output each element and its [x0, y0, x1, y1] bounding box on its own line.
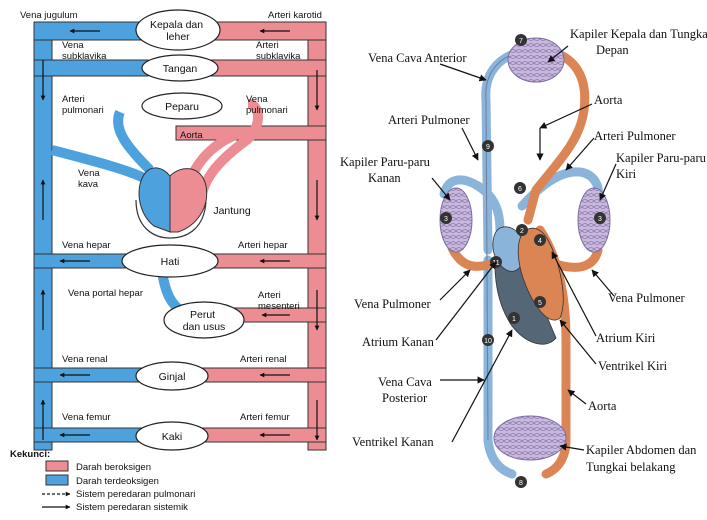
marker-8: 8 [519, 480, 523, 487]
label-aorta-top: Aorta [594, 93, 623, 107]
marker-10: 10 [484, 338, 492, 345]
label-arteri-pulmonari: Arteri pulmonari [62, 94, 104, 116]
label-arteri-karotid: Arteri karotid [268, 10, 322, 21]
label-peparu: Peparu [165, 101, 199, 113]
label-aorta: Aorta [180, 130, 203, 141]
heart-right-side [138, 167, 171, 233]
marker-1: 1 [512, 316, 516, 323]
organ-gut [163, 301, 245, 339]
capillaries [439, 37, 611, 461]
vena-subklavika-vessel [33, 59, 149, 77]
organ-head [135, 9, 221, 51]
arteri-pulmoner-right-vessel [439, 175, 505, 235]
label-kapiler-abdomen: Kapiler Abdomen dan Tungkai belakang [586, 443, 700, 474]
marker-4: 4 [538, 238, 542, 245]
capillary-head [507, 37, 565, 83]
legend-label-deoxygenated: Darah terdeoksigen [76, 476, 159, 487]
vena-kava-vessel [50, 145, 151, 185]
flow-arrows [40, 28, 320, 441]
ventrikel-kiri-shape [517, 227, 564, 321]
label-atrium-kanan: Atrium Kanan [362, 335, 435, 349]
organ-kidney [135, 361, 209, 391]
label-ventrikel-kanan: Ventrikel Kanan [352, 435, 434, 449]
heart-left-side [169, 168, 208, 233]
marker-3-left: 3 [598, 216, 602, 223]
label-kepala-leher: Kepala dan leher [150, 19, 206, 43]
marker-5-heart: 5 [538, 300, 542, 307]
legend-title: Kekunci: [10, 449, 50, 460]
label-arteri-pulmoner-right: Arteri Pulmoner [594, 129, 676, 143]
label-hati: Hati [161, 256, 180, 268]
number-markers: 7 8 9 10 11 1 2 3 4 5 6 3 [440, 34, 606, 488]
label-tangan: Tangan [163, 63, 198, 75]
organ-hands [141, 54, 219, 82]
double-circulation-diagram: 7 8 9 10 11 1 2 3 4 5 6 3 [340, 27, 707, 488]
legend-label-oxygenated: Darah beroksigen [76, 462, 151, 473]
legend-label-systemic: Sistem peredaran sistemik [76, 502, 188, 513]
legend-swatch-oxygenated [45, 460, 69, 472]
label-vena-pulmoner-left: Vena Pulmoner [354, 297, 432, 311]
label-kapiler-paru-kanan: Kapiler Paru-paru Kanan [340, 155, 433, 185]
label-vena-hepar: Vena hepar [62, 240, 111, 251]
label-vena-portal-hepar: Vena portal hepar [68, 288, 143, 299]
label-arteri-pulmoner-left: Arteri Pulmoner [388, 113, 470, 127]
label-jantung: Jantung [213, 205, 251, 217]
label-vena-subklavika: Vena subklavika [62, 40, 107, 62]
label-atrium-kiri: Atrium Kiri [596, 331, 656, 345]
legend-label-pulmonary: Sistem peredaran pulmonari [76, 489, 195, 500]
label-vena-renal: Vena renal [62, 354, 107, 365]
marker-7: 7 [519, 38, 523, 45]
organs [121, 9, 245, 451]
oxygenated-vessels [175, 21, 327, 451]
label-ventrikel-kiri: Ventrikel Kiri [598, 359, 668, 373]
vena-cava-posterior-vessel [483, 255, 517, 479]
capillary-abdomen [493, 415, 567, 461]
organ-liver [121, 244, 219, 278]
marker-3-right: 3 [444, 216, 448, 223]
label-kaki: Kaki [162, 431, 182, 443]
label-arteri-hepar: Arteri hepar [238, 240, 288, 251]
aorta-upper-vessel [523, 47, 590, 225]
systemic-circulation-diagram: Kepala dan leher Tangan Peparu Hati Peru… [10, 9, 327, 513]
label-aorta-bottom: Aorta [588, 399, 617, 413]
label-vena-kava: Vena kava [78, 168, 102, 190]
marker-2: 2 [520, 228, 524, 235]
organ-legs [135, 421, 209, 451]
organ-lungs [141, 92, 223, 120]
label-vena-jugulum: Vena jugulum [20, 10, 78, 21]
legend-swatch-deoxygenated [45, 474, 69, 486]
label-vena-femur: Vena femur [62, 412, 111, 423]
label-vena-pulmonari: Vena pulmonari [246, 94, 288, 116]
arteri-subklavika-vessel [209, 59, 327, 77]
label-vena-pulmoner-right: Vena Pulmoner [608, 291, 686, 305]
label-vena-cava-anterior: Vena Cava Anterior [368, 51, 467, 65]
marker-9: 9 [486, 144, 490, 151]
label-vena-cava-posterior: Vena Cava Posterior [378, 375, 435, 405]
label-arteri-renal: Arteri renal [240, 354, 286, 365]
label-arteri-subklavika: Arteri subklavika [256, 40, 301, 62]
capillary-lung-right [439, 187, 473, 253]
heart [135, 167, 208, 239]
legend: Kekunci: Darah beroksigen Darah terdeoks… [10, 449, 195, 513]
label-kapiler-paru-kiri: Kapiler Paru-paru Kiri [616, 151, 707, 181]
label-arteri-femur: Arteri femur [240, 412, 290, 423]
marker-6: 6 [518, 186, 522, 193]
label-arteri-mesenteri: Arteri mesenteri [258, 290, 300, 312]
pointer-lines [431, 45, 617, 451]
arteri-pulmonari-vessel [113, 109, 154, 174]
label-ginjal: Ginjal [159, 371, 186, 383]
label-perut-usus: Perut dan usus [183, 309, 226, 333]
capillary-lung-left [577, 187, 611, 253]
label-kapiler-kepala: Kapiler Kepala dan Tungkai Depan [570, 27, 707, 57]
